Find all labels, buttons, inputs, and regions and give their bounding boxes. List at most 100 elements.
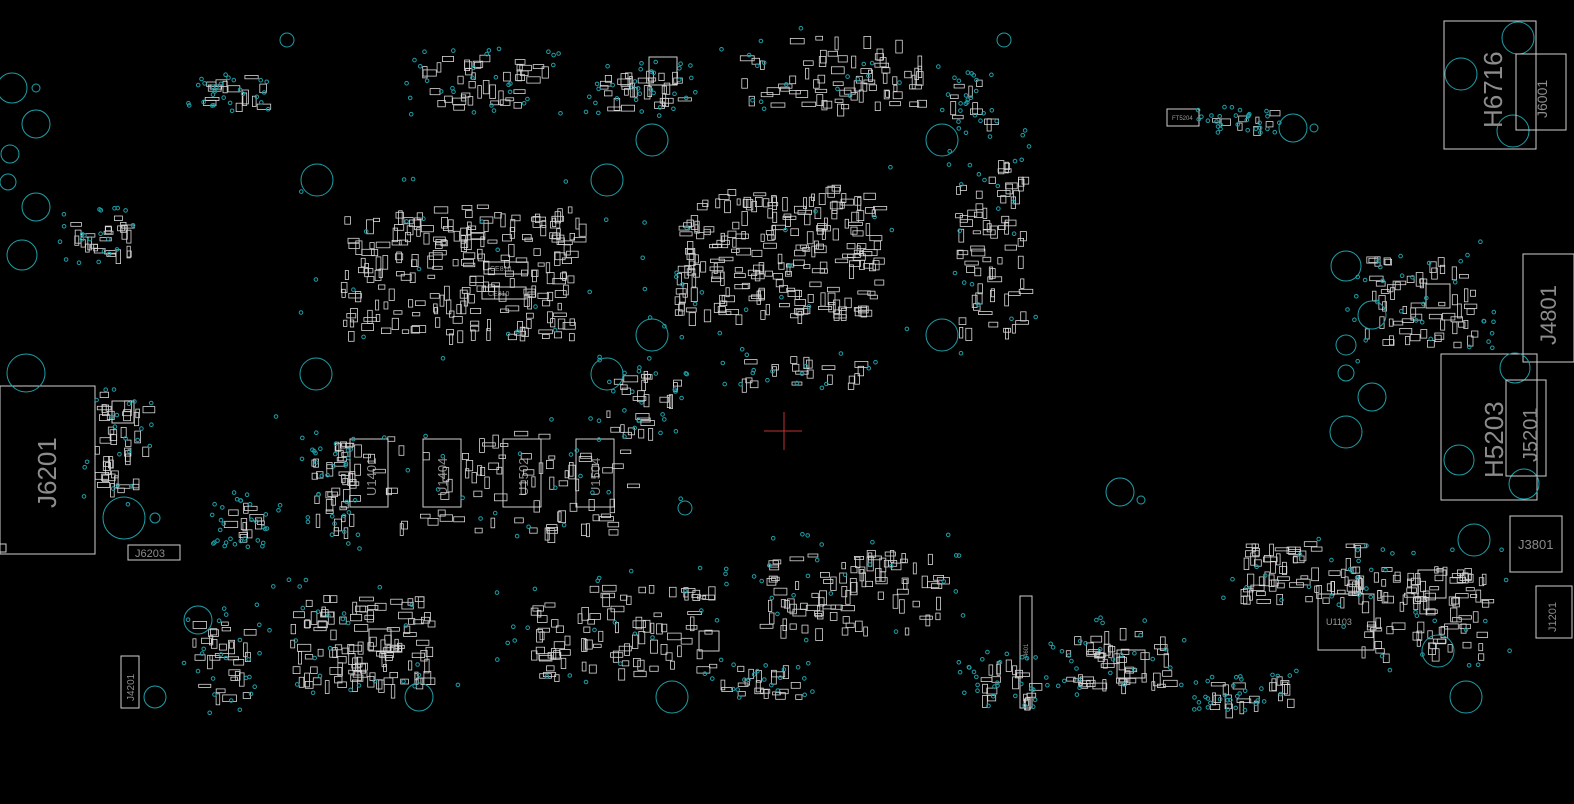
smd-pad [453,104,465,111]
chip-u1504[interactable] [575,438,615,508]
cpu-pad-left[interactable] [111,400,135,424]
via [1033,314,1038,320]
smd-pad [409,272,416,283]
smd-pad [244,652,251,663]
via [333,441,339,446]
smd-pad [848,221,863,226]
via [1264,108,1269,114]
connector-j5201[interactable] [1505,379,1547,477]
chip-square-mid[interactable] [698,630,720,652]
smd-pad [547,311,553,324]
connector-j4801[interactable] [1522,253,1574,363]
smd-pad [792,608,807,617]
connector-h6716[interactable] [1443,20,1537,150]
smd-pad [1436,638,1447,644]
part-ce810-a[interactable] [483,261,529,275]
smd-pad [950,101,957,116]
smd-pad [899,599,905,614]
part-ce810-b[interactable] [481,286,527,300]
smd-pad [592,514,600,522]
ic-bottom-mid[interactable] [1116,649,1146,679]
smd-pad [447,478,453,493]
smd-pad [360,257,366,268]
smd-pad [395,271,405,277]
smd-pad [414,671,419,681]
smd-pad [632,396,647,401]
smd-pad [669,586,677,598]
via [639,400,644,405]
smd-pad [330,629,337,641]
via [692,301,698,307]
smd-pad [662,93,667,107]
via [1413,318,1419,323]
via [352,498,358,503]
connector-j6001[interactable] [1515,53,1567,131]
via [945,92,951,97]
smd-pad [957,250,969,256]
smd-pad [800,602,808,610]
via [494,590,500,595]
smd-pad [620,449,632,454]
via [946,162,952,167]
connector-j4201[interactable] [120,655,140,709]
smd-pad [1440,626,1449,639]
smd-pad [541,66,549,79]
via [1233,113,1239,118]
smd-pad [1386,626,1394,635]
smd-pad [357,670,362,681]
via [215,538,220,543]
smd-pad [882,73,888,84]
smd-pad [494,285,500,300]
smd-pad [801,624,809,634]
connector-j6201[interactable] [0,385,96,555]
connector-j4601[interactable] [1019,595,1033,709]
smd-pad [442,467,450,482]
chip-u1404[interactable] [422,438,462,508]
smd-pad [824,217,828,230]
smd-pad [362,453,371,459]
smd-pad [794,249,806,257]
via [243,675,249,681]
smd-pad [1020,311,1027,322]
smd-pad [734,273,746,279]
smd-pad [551,619,559,628]
smd-pad [433,206,449,214]
smd-pad [1392,280,1407,286]
smd-pad [1124,670,1131,685]
connector-j1201[interactable] [1535,585,1573,639]
smd-pad [317,621,328,629]
via [622,434,627,439]
smd-pad [694,254,699,264]
connector-j6203[interactable] [127,544,181,561]
via [963,130,969,136]
connector-h5203[interactable] [1440,353,1538,501]
smd-pad [473,61,482,69]
smd-pad [852,230,864,237]
via [57,239,63,244]
connector-j3801[interactable] [1509,515,1563,573]
ic-right-mid[interactable] [1417,569,1447,599]
via [521,101,527,106]
smd-pad [1375,617,1382,629]
smd-pad [567,275,575,284]
smd-pad [522,234,532,241]
smd-pad [423,232,430,245]
smd-pad [374,269,382,281]
smd-pad [606,410,611,418]
via [126,448,132,454]
via [255,538,261,543]
smd-pad [444,95,453,103]
smd-pad [329,595,338,603]
via [341,611,347,616]
smd-pad [879,57,887,68]
smd-pad [465,459,474,472]
via [855,76,861,82]
via [412,683,418,689]
smd-pad [644,374,653,380]
smd-pad [690,287,698,302]
via [245,544,251,550]
smd-pad [745,199,754,211]
smd-pad [1268,579,1277,592]
smd-pad [736,247,751,256]
